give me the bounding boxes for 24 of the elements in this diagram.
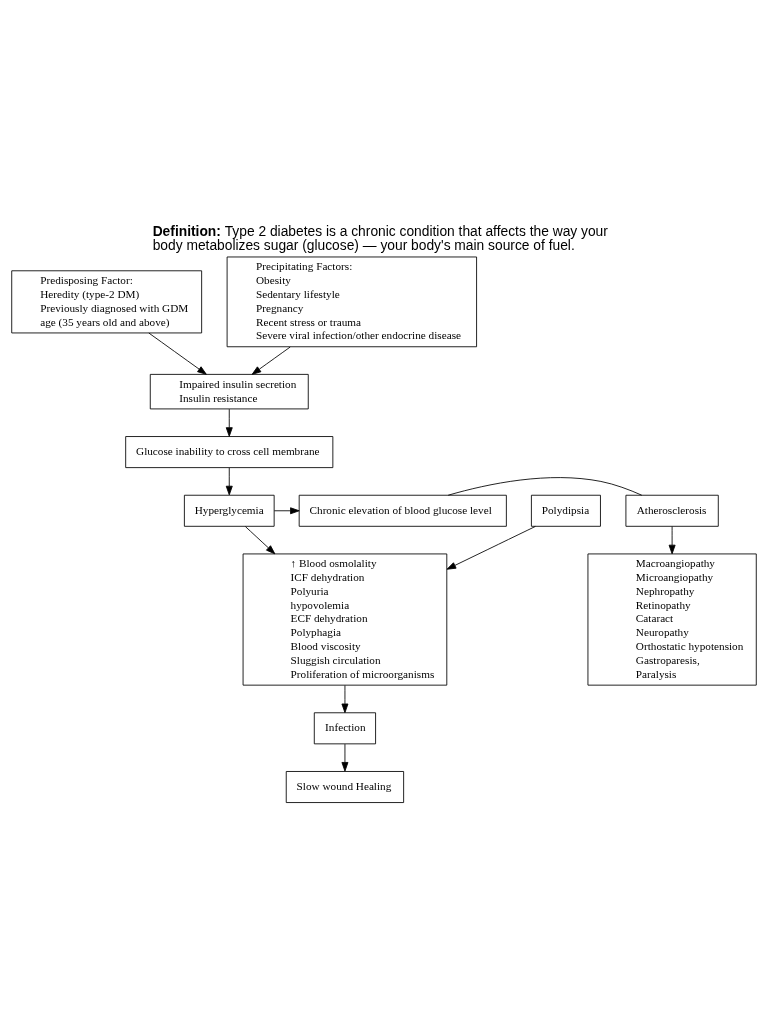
arrow <box>668 525 676 554</box>
node-box: Impaired insulin secretion Insulin resistance <box>149 373 309 409</box>
arrow <box>251 346 291 375</box>
arrow <box>341 743 349 771</box>
node-box: Infection <box>313 711 376 744</box>
node-box: Hyperglycemia <box>183 494 275 527</box>
node-box: Precipitating Factors: Obesity Sedentary lifestyle Pregnancy Recent stress or trauma Severe viral infection/other endocrine disease <box>226 256 477 347</box>
node-box: Slow wound Healing <box>285 770 405 803</box>
arrow <box>225 467 233 495</box>
node-box: Polydipsia <box>530 494 601 527</box>
node-box: Macroangiopathy Microangiopathy Nephropathy Retinopathy Cataract Neuropathy Orthostatic hypotension Gastroparesis, Paralysis <box>587 553 757 686</box>
arrow <box>446 525 536 570</box>
arrow <box>148 332 207 375</box>
arrow <box>225 408 233 437</box>
node-box: ↑ Blood osmolality ICF dehydration Polyuria hypovolemia ECF dehydration Polyphagia Blood viscosity Sluggish circulation Proliferation of microorganisms <box>242 553 448 686</box>
arrow <box>273 506 300 514</box>
node-box: Predisposing Factor: Heredity (type-2 DM) Previously diagnosed with GDM age (35 years old and above) <box>11 269 203 333</box>
connector <box>447 476 643 496</box>
diagram-title: Definition: Type 2 diabetes is a chronic condition that affects the way your body metabolizes sugar (glucose) — your body's main source of fuel. <box>152 222 608 253</box>
arrow <box>244 525 276 554</box>
arrow <box>341 684 349 713</box>
node-box: Glucose inability to cross cell membrane <box>125 435 334 468</box>
node-box: Atherosclerosis <box>625 494 719 527</box>
node-box: Chronic elevation of blood glucose level <box>298 494 507 527</box>
